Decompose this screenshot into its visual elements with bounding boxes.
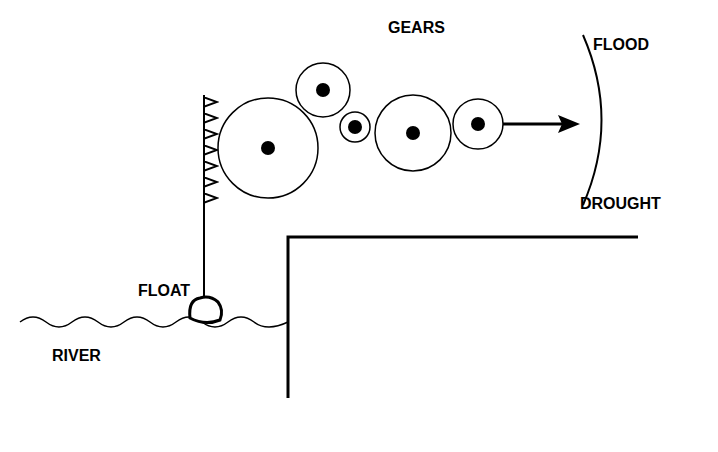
rack-teeth xyxy=(204,97,219,209)
gear-axles xyxy=(261,83,485,155)
river-wave xyxy=(20,317,288,327)
gear-train xyxy=(218,63,503,198)
pointer-arrow xyxy=(503,123,565,126)
scale-bracket xyxy=(583,35,602,205)
scale-label: FLOOD xyxy=(593,36,649,54)
river-bank xyxy=(288,237,638,398)
part-label: GEARS xyxy=(388,19,445,37)
pointer-arrowhead xyxy=(558,115,580,133)
part-label: RIVER xyxy=(52,347,101,365)
part-label: FLOAT xyxy=(138,282,190,300)
float xyxy=(190,297,222,322)
scale-label: DROUGHT xyxy=(580,195,661,213)
